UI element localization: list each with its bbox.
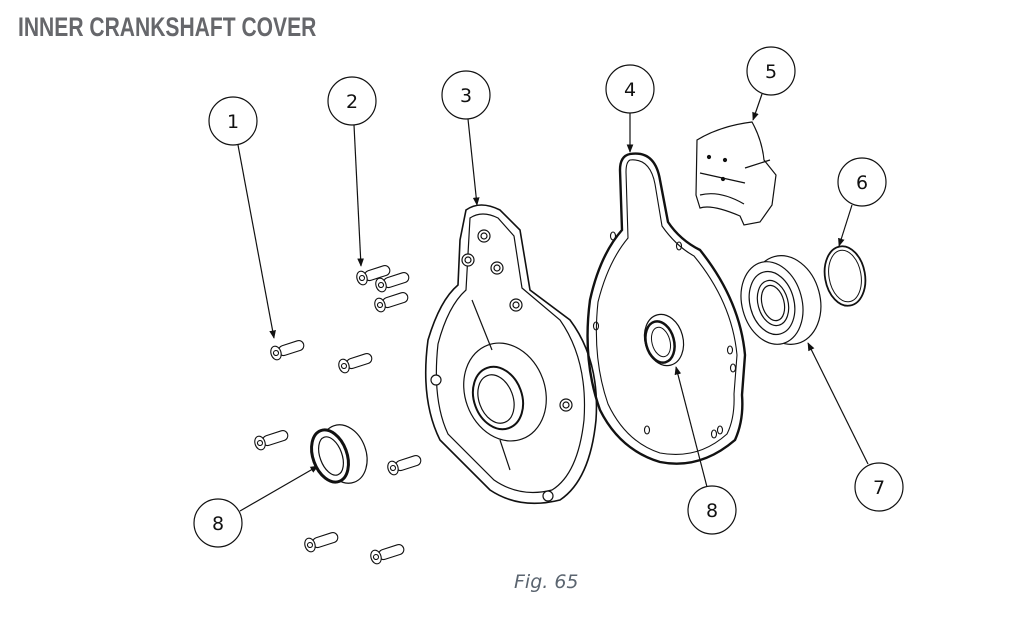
callout-label: 3 xyxy=(460,85,472,107)
callout-label: 4 xyxy=(624,79,636,101)
callout-8-left: 8 xyxy=(193,498,243,548)
screw-a xyxy=(338,353,373,374)
callout-label: 6 xyxy=(856,172,868,194)
callout-6: 6 xyxy=(837,157,887,207)
callout-3: 3 xyxy=(441,70,491,120)
leader-line-6 xyxy=(838,204,853,247)
gasket xyxy=(586,152,747,465)
leader-line-7 xyxy=(807,342,869,465)
callout-label: 1 xyxy=(227,111,239,133)
callout-2: 2 xyxy=(327,76,377,126)
leader-line-8b xyxy=(674,366,708,488)
leader-line-2 xyxy=(353,124,364,267)
screw-part-2a xyxy=(356,265,391,286)
screw-c xyxy=(387,455,422,476)
leader-line-1 xyxy=(237,144,276,339)
figure-caption: Fig. 65 xyxy=(514,571,579,593)
screw-part-2c xyxy=(374,292,409,313)
screw-b xyxy=(254,430,289,451)
callout-4: 4 xyxy=(605,64,655,114)
callout-label: 7 xyxy=(873,477,885,499)
callout-5: 5 xyxy=(746,46,796,96)
callout-1: 1 xyxy=(208,96,258,146)
screw-d xyxy=(304,532,339,553)
callout-7: 7 xyxy=(854,462,904,512)
circlip-ring xyxy=(823,245,867,307)
leader-line-5 xyxy=(752,93,763,121)
callout-8-right: 8 xyxy=(687,485,737,535)
screw-part-1 xyxy=(270,340,305,361)
callout-label: 5 xyxy=(765,61,777,83)
ball-bearing xyxy=(740,255,822,345)
leader-line-3 xyxy=(467,118,480,206)
callout-label: 2 xyxy=(346,91,358,113)
callout-label: 8 xyxy=(706,500,718,522)
screw-e xyxy=(370,544,405,565)
page-title: INNER CRANKSHAFT COVER xyxy=(18,12,317,42)
callout-label: 8 xyxy=(212,513,224,535)
leader-line-8a xyxy=(239,465,319,512)
screws xyxy=(254,265,422,565)
guide-block xyxy=(695,121,777,226)
crankshaft-cover xyxy=(424,204,598,505)
oil-seal-left xyxy=(310,424,368,484)
screw-part-2b xyxy=(375,272,410,293)
